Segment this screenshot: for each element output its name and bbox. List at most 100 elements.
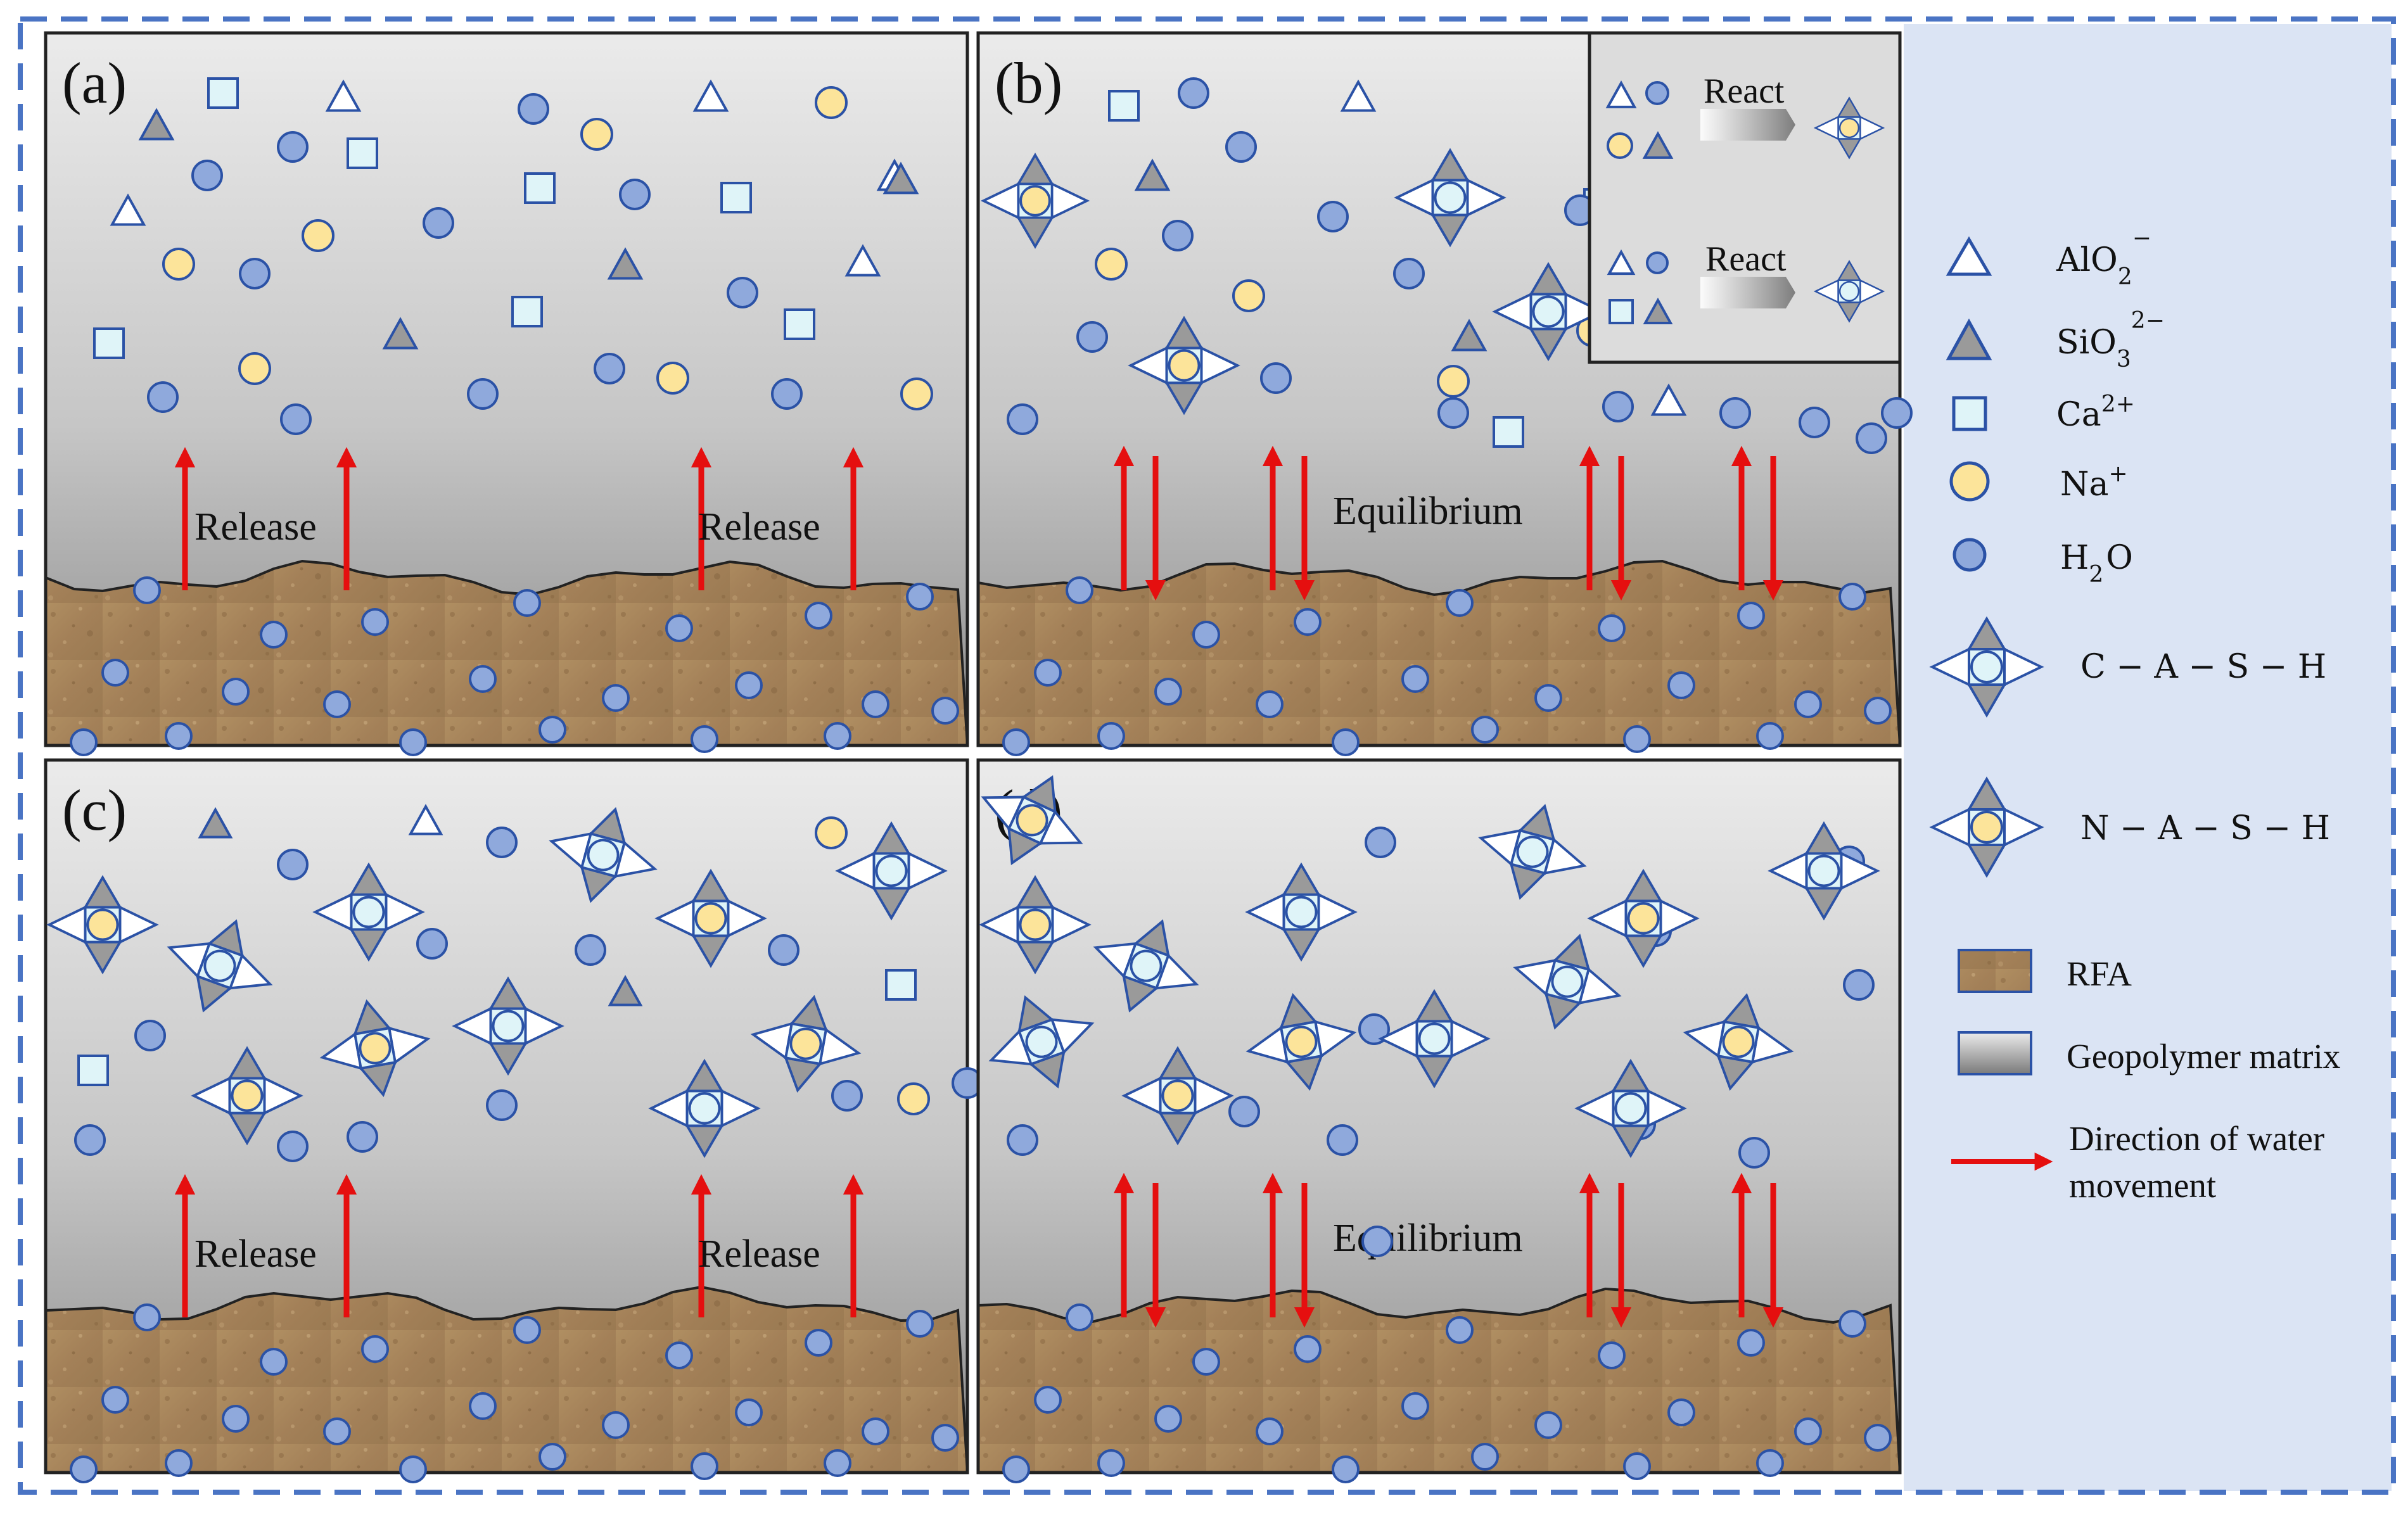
legend-rfa-swatch-icon	[1958, 949, 2032, 993]
water-molecule	[1317, 201, 1349, 232]
calcium-ion	[885, 969, 917, 1001]
water-molecule	[467, 378, 499, 410]
water-molecule	[1154, 1405, 1182, 1433]
legend-sio3-triangle-icon	[1946, 318, 1992, 360]
aluminate-ion	[692, 79, 729, 112]
water-molecule	[1738, 1137, 1770, 1169]
sodium-ion	[897, 1082, 930, 1115]
cash-cluster	[1929, 616, 2044, 718]
react-label: React	[1705, 239, 1787, 279]
water-molecule	[1838, 1310, 1866, 1338]
water-molecule	[1002, 728, 1030, 756]
cash-cluster	[1378, 989, 1491, 1089]
legend-na-label: Na+	[2060, 461, 2128, 504]
water-molecule	[1154, 678, 1182, 706]
cash-cluster	[648, 1058, 761, 1158]
calcium-ion	[524, 172, 556, 204]
legend-water-label-line1: Direction of water	[2069, 1119, 2324, 1158]
nash-cluster	[1128, 315, 1240, 415]
water-molecule	[1332, 1455, 1360, 1483]
water-molecule	[538, 716, 566, 744]
legend-nash-icon	[1929, 777, 2044, 878]
water-molecule	[1327, 1124, 1358, 1156]
water-molecule	[323, 1417, 351, 1445]
panel-border	[44, 758, 969, 1474]
water-molecule	[1393, 258, 1425, 289]
water-molecule	[575, 934, 606, 966]
water-molecule	[1645, 81, 1669, 105]
water-molecule	[594, 353, 625, 384]
water-molecule	[1856, 422, 1887, 454]
cash-cluster	[988, 995, 1095, 1089]
water-molecule	[1002, 1455, 1030, 1483]
water-molecule	[538, 1443, 566, 1471]
silicate-ion	[607, 247, 644, 280]
calcium-ion	[77, 1055, 109, 1086]
water-molecule	[1066, 1303, 1093, 1331]
nash-cluster	[1683, 992, 1794, 1091]
water-molecule	[1034, 659, 1062, 687]
water-molecule	[518, 93, 549, 125]
equilibrium-label: Equilibrium	[1333, 490, 1523, 533]
water-molecule	[1401, 665, 1429, 693]
water-molecule	[222, 1405, 250, 1433]
aluminate-ion	[325, 79, 362, 112]
cash-cluster	[549, 807, 658, 903]
aluminate-ion	[1650, 383, 1687, 416]
nash-cluster	[980, 153, 1090, 249]
water-molecule	[280, 403, 312, 435]
cash-cluster	[1478, 804, 1587, 900]
legend-water-label-line2: movement	[2069, 1166, 2216, 1205]
legend-rfa-label: RFA	[2067, 954, 2132, 993]
cash-cluster	[1245, 862, 1358, 962]
water-molecule	[1799, 407, 1830, 438]
silicate-ion	[198, 807, 233, 839]
calcium-ion	[784, 308, 815, 340]
water-molecule	[277, 131, 309, 163]
water-molecule	[1646, 251, 1669, 274]
legend-ca-square-icon	[1952, 396, 1987, 431]
panel-border	[44, 31, 969, 747]
water-molecule	[101, 1386, 129, 1414]
water-molecule	[1471, 716, 1499, 744]
water-molecule	[824, 722, 851, 750]
water-molecule	[1881, 397, 1913, 429]
legend-alo2-triangle-icon	[1946, 236, 1992, 276]
water-molecule	[1256, 690, 1284, 718]
sodium-ion	[1437, 365, 1470, 398]
water-molecule	[1623, 725, 1651, 753]
water-molecule	[727, 277, 758, 308]
cash-cluster	[1574, 1058, 1687, 1158]
water-molecule	[399, 1455, 427, 1483]
equilibrium-label: Equilibrium	[1333, 1217, 1523, 1260]
rfa-aggregate-area	[44, 1285, 969, 1474]
sodium-ion	[580, 118, 613, 151]
water-molecule	[222, 678, 250, 706]
water-molecule	[399, 728, 427, 756]
water-molecule	[1066, 576, 1093, 604]
rfa-aggregate-area	[977, 1287, 1902, 1474]
calcium-ion	[347, 137, 378, 169]
water-molecule	[1034, 1386, 1062, 1414]
water-molecule	[862, 1417, 889, 1445]
sodium-ion	[900, 377, 933, 410]
water-molecule	[931, 697, 959, 725]
water-molecule	[277, 849, 309, 880]
water-molecule	[1864, 1424, 1892, 1452]
sodium-ion	[1232, 279, 1265, 312]
release-label: Release	[194, 1233, 317, 1276]
silicate-ion	[608, 975, 643, 1006]
cash-cluster	[835, 821, 948, 921]
water-molecule	[101, 659, 129, 687]
calcium-ion	[207, 77, 239, 109]
legend-nash-label: N − A − S − H	[2080, 809, 2330, 847]
water-molecule	[260, 621, 288, 649]
nash-cluster	[46, 875, 159, 975]
nash-cluster	[1813, 96, 1885, 160]
water-molecule	[1228, 1096, 1260, 1127]
nash-cluster	[981, 775, 1083, 866]
sodium-ion	[656, 362, 689, 395]
